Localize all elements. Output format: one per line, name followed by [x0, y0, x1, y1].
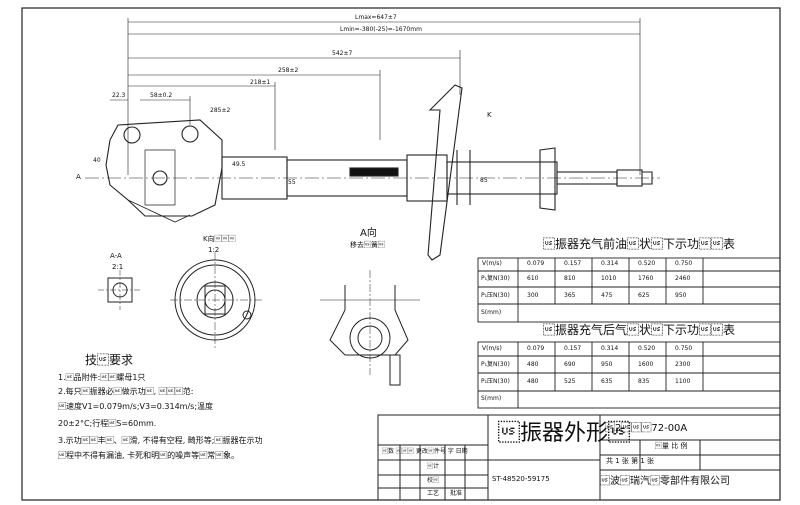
a-title: A向 [360, 228, 377, 239]
drawing-number: ST-48520-59175 [492, 475, 550, 483]
dim-218: 218±1 [250, 79, 271, 86]
title-block-frame [377, 414, 781, 501]
t1-r1-label: P₁压N(30) [481, 292, 510, 299]
req-line-3: 速度V1=0.079m/s;V3=0.314m/s;温度 [58, 402, 214, 411]
t1-r1-v4: 950 [675, 292, 687, 299]
a-subtitle: 移去 簧 [350, 241, 385, 249]
k-view [170, 252, 262, 348]
role-process: 工艺 [427, 490, 440, 497]
t1-h2: 0.157 [564, 260, 582, 267]
t2-r0-v0: 480 [527, 361, 539, 368]
dim-55: 55 [288, 179, 296, 186]
t1-r1-v1: 365 [564, 292, 576, 299]
shock-main-view [105, 84, 653, 261]
t2-h2: 0.157 [564, 345, 582, 352]
table1-title: 振器充气前油 状 下示功 表 [543, 237, 736, 251]
t2-r1-v1: 525 [564, 378, 576, 385]
t2-h4: 0.520 [638, 345, 656, 352]
table2-title: 振器充气后气 状 下示功 表 [543, 323, 736, 337]
t1-h1: 0.079 [527, 260, 545, 267]
dim-58: 58±0.2 [150, 92, 173, 99]
dim-542: 542±7 [332, 50, 353, 57]
t1-h4: 0.520 [638, 260, 656, 267]
t1-r1-v0: 300 [527, 292, 539, 299]
t2-r1-label: P₁压N(30) [481, 378, 510, 385]
t2-h3: 0.314 [601, 345, 619, 352]
dim-40: 40 [93, 157, 101, 164]
aa-section [98, 270, 142, 310]
k-scale: 1:2 [208, 246, 220, 254]
req-line-2: 2.每只 振器必 做示功 , 范: [58, 387, 194, 396]
view-k-marker: K [487, 111, 492, 119]
t1-r2-label: S(mm) [481, 309, 502, 316]
dim-285: 285±2 [210, 107, 231, 114]
dim-49: 49.5 [232, 161, 246, 168]
req-line-1: 1. 品附件: 螺母1只 [58, 373, 146, 382]
t2-h5: 0.750 [675, 345, 693, 352]
requirements-title: 技 要求 [85, 353, 134, 367]
t1-r0-v1: 810 [564, 275, 576, 282]
part-number: 2 72-00A [605, 423, 688, 434]
t1-r0-v2: 1010 [601, 275, 617, 282]
role-approve: 批准 [450, 490, 463, 497]
t2-r1-v2: 635 [601, 378, 613, 385]
t2-r2-label: S(mm) [481, 395, 502, 402]
t1-r0-label: P₁复N(30) [481, 275, 510, 282]
t1-r1-v2: 475 [601, 292, 613, 299]
signature-row: 数 更改 件号 字 日期 [382, 448, 468, 455]
t2-r0-label: P₁复N(30) [481, 361, 510, 368]
aa-title: A-A [110, 252, 122, 260]
t2-h0: V(m/s) [482, 345, 502, 352]
t1-h5: 0.750 [675, 260, 693, 267]
a-view [320, 270, 420, 386]
t2-r0-v4: 2300 [675, 361, 691, 368]
dim-lmin: Lmin=-380(-25)=-1670mm [340, 26, 422, 33]
dim-22-3: 22.3 [112, 92, 126, 99]
dim-lmax: Lmax=647±7 [355, 14, 397, 21]
t2-r1-v3: 835 [638, 378, 650, 385]
table2-grid [477, 341, 781, 409]
mass-scale-label: 量 比 例 [655, 442, 688, 450]
t2-r0-v1: 690 [564, 361, 576, 368]
sheet-count: 共 1 张 第 1 张 [606, 457, 655, 465]
t1-r0-v0: 610 [527, 275, 539, 282]
view-a-marker: A [76, 173, 81, 181]
t1-r0-v4: 2460 [675, 275, 691, 282]
t2-r1-v4: 1100 [675, 378, 691, 385]
company-name: 波 瑞汽 零部件有限公司 [600, 476, 730, 487]
t2-h1: 0.079 [527, 345, 545, 352]
req-line-4: 20±2°C;行程 S=60mm. [58, 419, 157, 428]
t1-h0: V(m/s) [482, 260, 502, 267]
part-name: 振器外形 [498, 421, 631, 446]
t2-r0-v3: 1600 [638, 361, 654, 368]
dim-85: 85 [480, 177, 488, 184]
t2-r1-v0: 480 [527, 378, 539, 385]
req-line-6: 程中不得有漏油, 卡死和明 的噪声等 常 象。 [58, 451, 240, 460]
dim-258: 258±2 [278, 67, 299, 74]
role-design: 计 [427, 463, 440, 470]
t2-r0-v2: 950 [601, 361, 613, 368]
t1-r0-v3: 1760 [638, 275, 654, 282]
t1-r1-v3: 625 [638, 292, 650, 299]
req-line-5: 3.示功 丰 、 滑, 不得有空程, 畸形等; 振器在示功 [58, 436, 263, 445]
aa-scale: 2:1 [112, 263, 124, 271]
role-check: 校 [427, 477, 440, 484]
table1-grid [477, 257, 781, 323]
k-title: K向 [203, 235, 236, 243]
t1-h3: 0.314 [601, 260, 619, 267]
